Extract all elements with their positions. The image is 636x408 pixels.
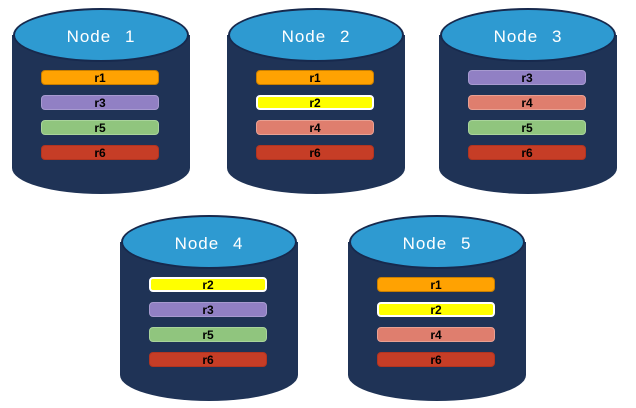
database-node-2: Node 2 r1 r2 r4 r6	[227, 8, 405, 194]
replica-label: r3	[521, 70, 533, 85]
cylinder-top-ellipse: Node 4	[121, 215, 297, 269]
replica-bar-r6: r6	[149, 352, 267, 367]
replica-label: r6	[94, 145, 106, 160]
replica-label: r6	[309, 145, 321, 160]
replica-list: r1 r2 r4 r6	[377, 277, 495, 367]
replica-label: r1	[94, 70, 106, 85]
replica-label: r2	[309, 95, 321, 110]
node-title: Node 3	[493, 26, 563, 46]
database-node-1: Node 1 r1 r3 r5 r6	[12, 8, 190, 194]
replica-label: r5	[202, 327, 214, 342]
database-node-5: Node 5 r1 r2 r4 r6	[348, 215, 526, 401]
replica-bar-r3: r3	[468, 70, 586, 85]
replica-bar-r5: r5	[149, 327, 267, 342]
replica-list: r2 r3 r5 r6	[149, 277, 267, 367]
replica-bar-r2: r2	[377, 302, 495, 317]
replica-label: r4	[309, 120, 321, 135]
replica-bar-r6: r6	[468, 145, 586, 160]
replica-bar-r4: r4	[468, 95, 586, 110]
replica-bar-r5: r5	[41, 120, 159, 135]
database-node-4: Node 4 r2 r3 r5 r6	[120, 215, 298, 401]
cylinder-top-ellipse: Node 1	[13, 8, 189, 62]
replica-bar-r1: r1	[41, 70, 159, 85]
replica-label: r3	[202, 302, 214, 317]
replica-label: r6	[202, 352, 214, 367]
replica-list: r1 r2 r4 r6	[256, 70, 374, 160]
replica-bar-r1: r1	[377, 277, 495, 292]
cylinder-top-ellipse: Node 5	[349, 215, 525, 269]
replica-bar-r1: r1	[256, 70, 374, 85]
cylinder-top-ellipse: Node 3	[440, 8, 616, 62]
database-node-3: Node 3 r3 r4 r5 r6	[439, 8, 617, 194]
node-title: Node 1	[66, 26, 136, 46]
replica-label: r4	[521, 95, 533, 110]
replica-bar-r6: r6	[41, 145, 159, 160]
replica-label: r3	[94, 95, 106, 110]
replica-label: r2	[202, 277, 214, 292]
replica-bar-r2: r2	[149, 277, 267, 292]
node-title: Node 5	[402, 233, 472, 253]
replica-label: r6	[430, 352, 442, 367]
replica-label: r5	[521, 120, 533, 135]
replica-bar-r6: r6	[256, 145, 374, 160]
replica-label: r1	[309, 70, 321, 85]
replica-label: r1	[430, 277, 442, 292]
replica-label: r5	[94, 120, 106, 135]
node-title: Node 4	[174, 233, 244, 253]
replica-bar-r4: r4	[256, 120, 374, 135]
replica-label: r2	[430, 302, 442, 317]
replica-bar-r4: r4	[377, 327, 495, 342]
replica-bar-r5: r5	[468, 120, 586, 135]
replica-bar-r2: r2	[256, 95, 374, 110]
replica-bar-r6: r6	[377, 352, 495, 367]
replica-list: r1 r3 r5 r6	[41, 70, 159, 160]
replica-bar-r3: r3	[41, 95, 159, 110]
node-title: Node 2	[281, 26, 351, 46]
replica-label: r4	[430, 327, 442, 342]
replica-bar-r3: r3	[149, 302, 267, 317]
replica-label: r6	[521, 145, 533, 160]
replica-list: r3 r4 r5 r6	[468, 70, 586, 160]
cylinder-top-ellipse: Node 2	[228, 8, 404, 62]
